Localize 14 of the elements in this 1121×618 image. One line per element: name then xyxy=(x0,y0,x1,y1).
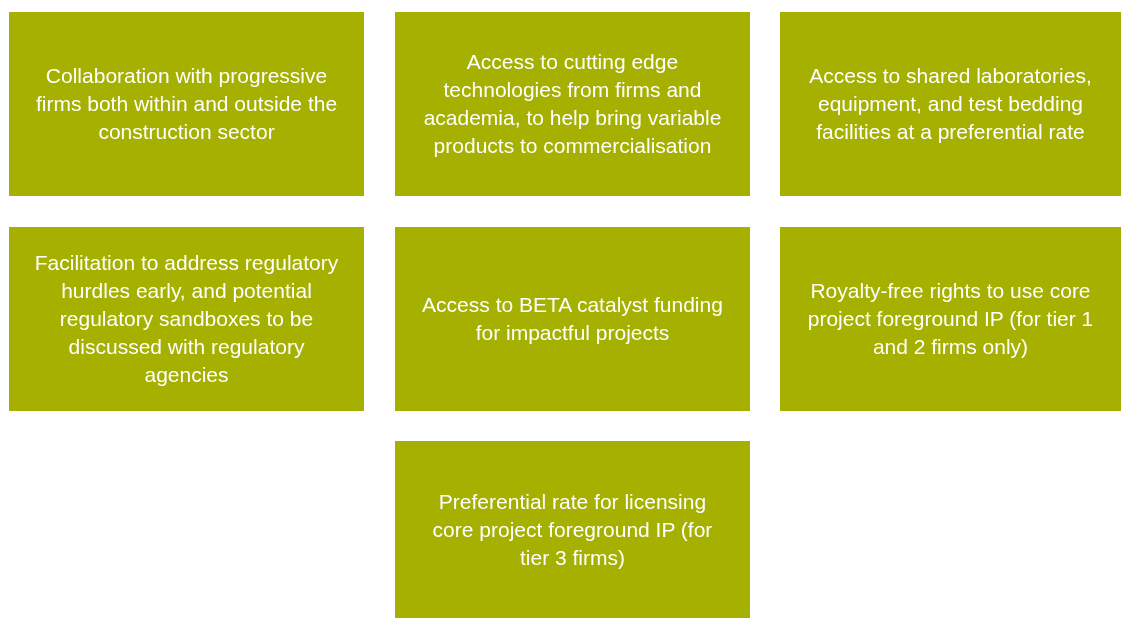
benefit-box xyxy=(780,12,1121,196)
benefit-text: Access to cutting edge technologies from firms and academia, to help bring variable products to commercialisation xyxy=(422,49,723,159)
benefit-box xyxy=(395,227,750,411)
benefit-box xyxy=(395,12,750,196)
benefit-box xyxy=(9,12,364,196)
benefit-text: Facilitation to address regulatory hurdles early, and potential regulatory sandboxes to be discussed with regulatory agencies xyxy=(33,250,340,388)
benefit-box xyxy=(780,227,1121,411)
benefit-box xyxy=(395,441,750,618)
benefit-box xyxy=(9,227,364,411)
benefit-text: Access to BETA catalyst funding for impactful projects xyxy=(421,292,724,346)
benefit-text: Collaboration with progressive firms both within and outside the construction sector xyxy=(34,63,339,145)
benefit-text: Preferential rate for licensing core project foreground IP (for tier 3 firms) xyxy=(431,488,714,571)
benefit-text: Access to shared laboratories, equipment, and test bedding facilities at a preferential rate xyxy=(808,63,1093,145)
benefit-text: Royalty-free rights to use core project foreground IP (for tier 1 and 2 firms only) xyxy=(806,278,1095,360)
